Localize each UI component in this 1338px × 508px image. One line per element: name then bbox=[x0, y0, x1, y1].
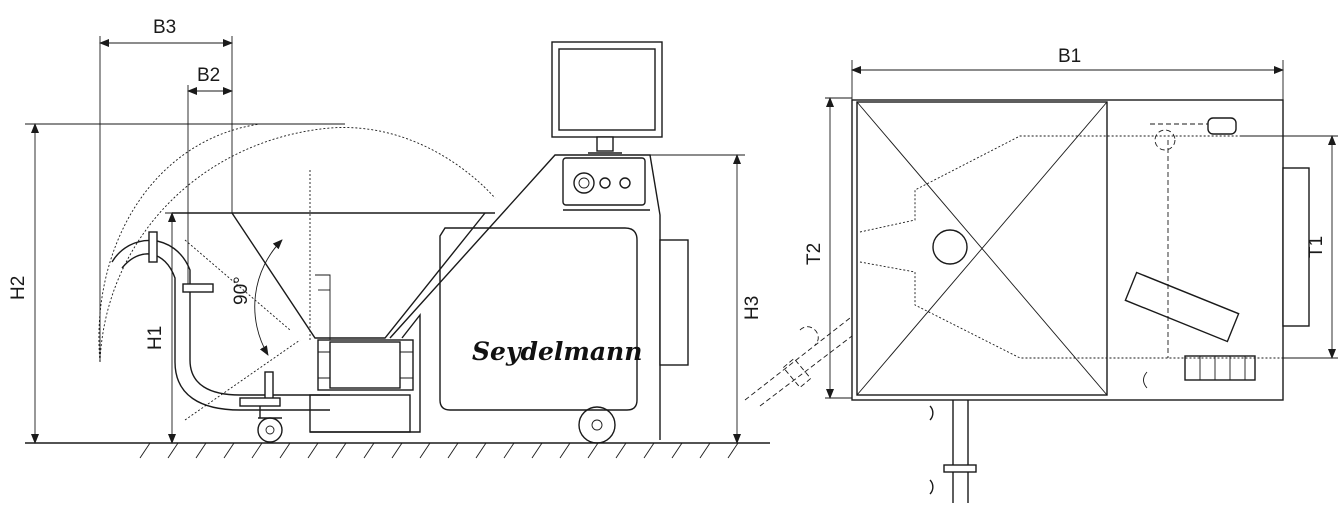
machine-body bbox=[310, 154, 689, 440]
grinder-block bbox=[309, 339, 414, 433]
ground-line bbox=[25, 442, 770, 459]
control-monitor bbox=[551, 41, 663, 154]
hopper-top bbox=[856, 101, 1283, 396]
top-view-details bbox=[1143, 117, 1256, 389]
top-view-swing bbox=[744, 317, 853, 407]
hopper-swing-arc bbox=[99, 127, 496, 363]
dimension-label-h3: H3 bbox=[742, 296, 763, 320]
dimension-label-t1: T1 bbox=[1306, 236, 1327, 258]
angle-arc bbox=[254, 239, 283, 356]
discharge-pipe bbox=[111, 231, 330, 411]
dimension-label-h2: H2 bbox=[8, 276, 29, 300]
dimension-label-b1: B1 bbox=[1058, 46, 1081, 67]
monitor-top bbox=[1124, 271, 1240, 343]
dimension-label-b3: B3 bbox=[153, 17, 176, 38]
dimension-label-t2: T2 bbox=[804, 243, 825, 265]
brand-logo: Seydelmann bbox=[472, 337, 642, 366]
top-view-pipe bbox=[929, 400, 977, 503]
hopper bbox=[172, 212, 495, 350]
hopper-swing-arc-inner bbox=[98, 123, 261, 363]
caster-wheel bbox=[239, 397, 283, 443]
side-view: 90° bbox=[8, 17, 770, 459]
angle-label: 90° bbox=[231, 276, 252, 305]
rear-wheel bbox=[578, 406, 616, 444]
top-view: B1 T2 T1 bbox=[744, 46, 1338, 503]
dimension-label-h1: H1 bbox=[145, 326, 166, 350]
dimension-label-b2: B2 bbox=[197, 65, 220, 86]
